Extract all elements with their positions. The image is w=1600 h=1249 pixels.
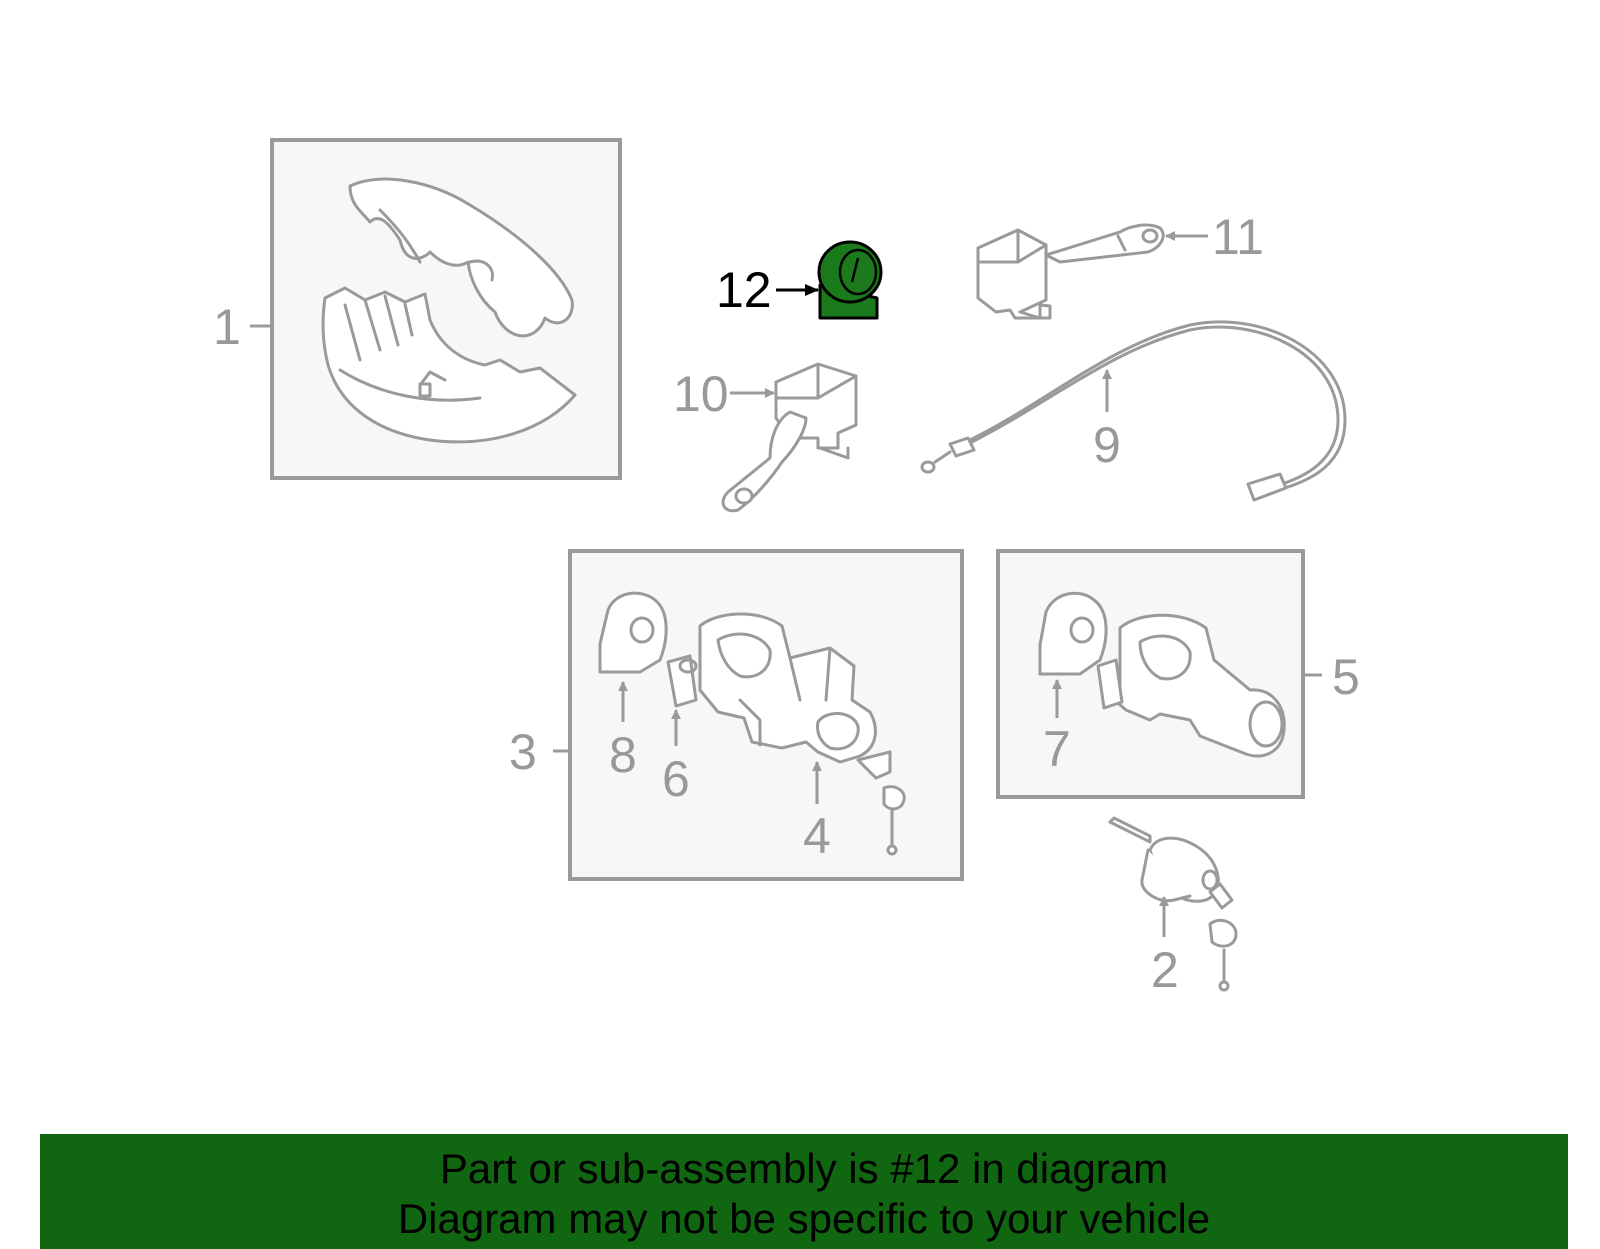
part-11-wiper-switch [976, 223, 1165, 320]
callout-12: 12 [716, 262, 772, 318]
part-10-light-switch [721, 362, 858, 513]
group-box-3 [568, 549, 964, 881]
part-9-cable [920, 320, 1347, 502]
callout-6: 6 [662, 751, 690, 807]
callout-2: 2 [1151, 942, 1179, 998]
callout-4: 4 [803, 808, 831, 864]
callout-3: 3 [509, 724, 537, 780]
callout-8: 8 [609, 727, 637, 783]
callout-1: 1 [213, 299, 241, 355]
banner-line-disclaimer: Diagram may not be specific to your vehi… [397, 1195, 1211, 1242]
callout-11: 11 [1212, 209, 1264, 265]
group-box-5 [996, 549, 1305, 799]
callout-9: 9 [1093, 417, 1121, 473]
part-12-highlighted [817, 240, 883, 320]
callout-10: 10 [673, 366, 729, 422]
callout-7: 7 [1043, 721, 1071, 777]
banner-line-part: Part or sub-assembly is #12 in diagram [439, 1145, 1169, 1192]
info-banner: Part or sub-assembly is #12 in diagram D… [40, 1134, 1568, 1249]
banner-background [40, 1134, 1568, 1249]
group-box-1 [270, 138, 622, 480]
callout-5: 5 [1332, 649, 1360, 705]
part-2-lock-cylinder [1108, 816, 1238, 992]
